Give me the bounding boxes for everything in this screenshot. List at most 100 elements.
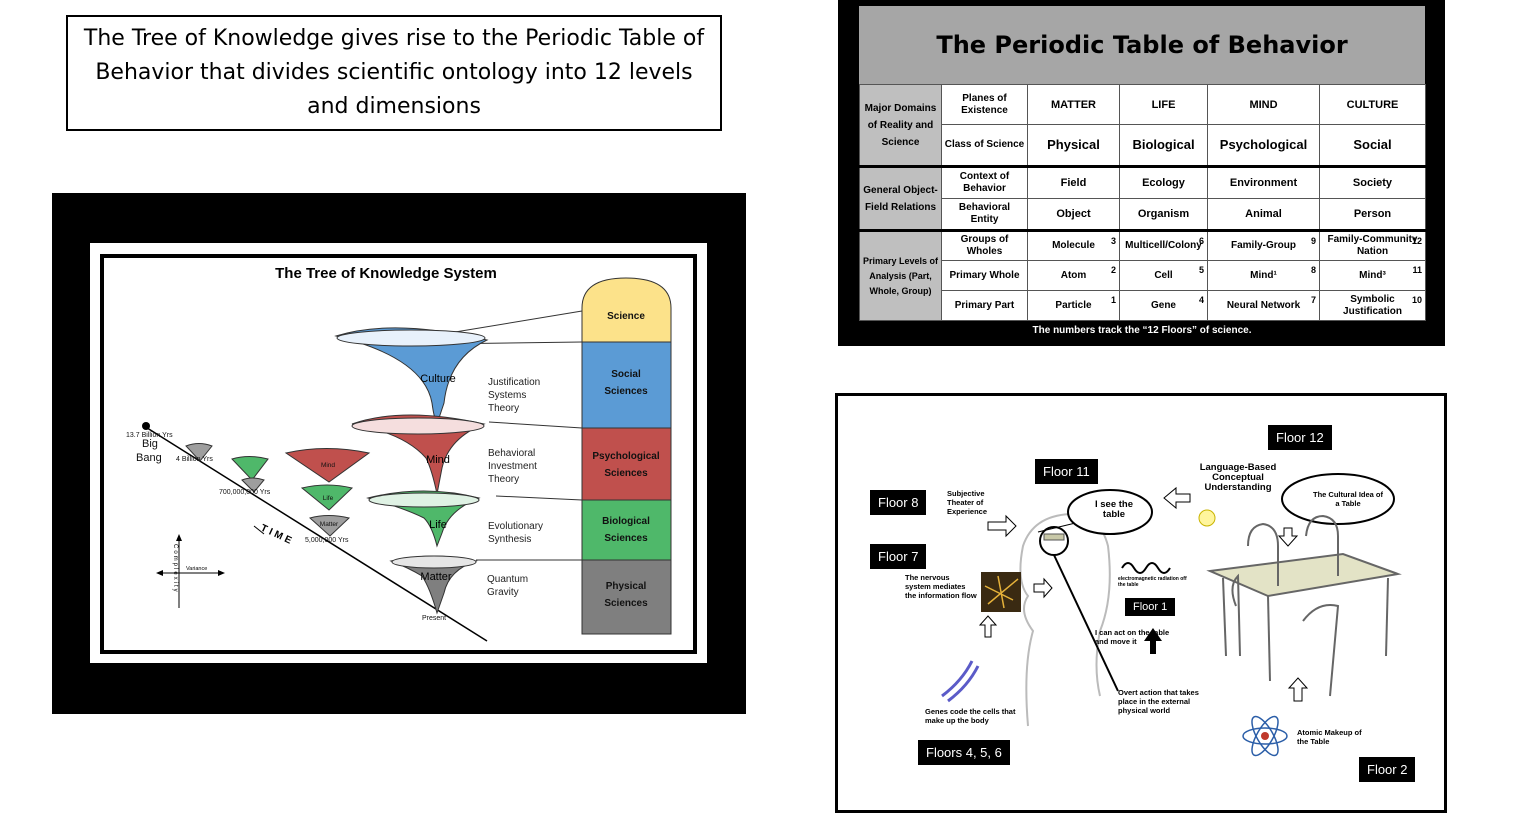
floor-number: 11 — [1412, 265, 1422, 275]
floor-badge: Floor 12 — [1268, 425, 1332, 450]
arrow-left-icon — [1163, 486, 1191, 510]
link-line — [488, 421, 583, 429]
cultural-idea-caption: The Cultural Idea of a Table — [1312, 490, 1383, 508]
periodic-table: Major Domains of Reality and Science Pla… — [859, 84, 1426, 321]
floor-badge: Floor 7 — [870, 544, 927, 569]
brain-circle — [1039, 526, 1069, 556]
atomic-caption: Atomic Makeup of the Table — [1297, 728, 1362, 746]
theory-label: Systems — [488, 390, 526, 401]
timeline-label: 13.7 Billion Yrs — [126, 432, 173, 439]
culture-rim — [336, 329, 486, 347]
matter-rim — [391, 555, 477, 569]
floor-badge: Floor 8 — [870, 490, 927, 515]
floor-number: 9 — [1310, 236, 1316, 246]
table-cell: Psychological — [1207, 124, 1320, 168]
theory-label: Quantum — [487, 574, 528, 585]
thought-bubble — [1067, 489, 1153, 535]
act-caption: I can act on the table and move it — [1095, 628, 1170, 646]
table-cell: Atom — [1060, 269, 1087, 281]
theory-label: Theory — [488, 403, 519, 414]
neural-lines — [984, 575, 1019, 609]
dna-icon — [941, 660, 980, 703]
timeline-label: 5,000,000 Yrs — [305, 537, 349, 544]
science-label: Sciences — [604, 386, 648, 397]
thought-bubble — [1281, 473, 1395, 525]
mini-mind-cone — [284, 448, 371, 483]
row-label: Primary Part — [941, 290, 1028, 321]
floor-number: 8 — [1310, 265, 1316, 275]
mini-cone — [241, 477, 265, 493]
arrow-up-icon — [978, 615, 998, 638]
arrow-head — [218, 570, 225, 576]
floor-badge: Floor 2 — [1359, 757, 1416, 782]
science-label: Sciences — [604, 468, 648, 479]
science-cap — [581, 277, 672, 343]
table-cell: Environment — [1207, 166, 1320, 199]
floor-badge: Floor 1 — [1125, 598, 1176, 616]
timeline-label: 4 Billion Yrs — [176, 456, 213, 463]
culture-cone — [334, 327, 489, 426]
see-table-caption: I see the table — [1094, 499, 1134, 520]
science-label: Biological — [602, 516, 650, 527]
small-table-icon — [1043, 533, 1065, 541]
em-radiation-caption: electromagnetic radiation off the table — [1118, 576, 1187, 588]
table-cell: MATTER — [1027, 84, 1120, 125]
theory-label: Evolutionary — [488, 521, 543, 532]
science-label: Psychological — [592, 451, 659, 462]
floor-number: 7 — [1310, 295, 1316, 305]
periodic-table-title: The Periodic Table of Behavior — [936, 31, 1348, 59]
head-outline — [1019, 512, 1111, 727]
table-cell: Particle — [1055, 299, 1092, 311]
biological-sciences-block — [581, 499, 672, 561]
table-cell: LIFE — [1119, 84, 1208, 125]
table-cell: Family-Group — [1230, 240, 1296, 251]
arrow-up-icon — [1287, 677, 1309, 702]
row-label: Behavioral Entity — [941, 198, 1028, 232]
table-cell: Mind¹ — [1250, 269, 1277, 281]
group-label: Major Domains of Reality and Science — [859, 84, 942, 168]
table-cell: Biological — [1119, 124, 1208, 168]
timeline-label: 700,000,000 Yrs — [219, 489, 271, 496]
floor-number: 5 — [1198, 265, 1204, 275]
nervous-system-caption: The nervous system mediates the informat… — [905, 573, 977, 600]
time-arrow — [253, 525, 265, 535]
atom-icon — [1242, 715, 1288, 757]
theory-label: Gravity — [487, 587, 519, 598]
table-cell: Molecule — [1052, 240, 1095, 251]
theory-label: Justification — [488, 377, 540, 388]
level-label: Matter — [420, 571, 452, 583]
mini-label: Matter — [320, 521, 339, 528]
floor-number: 10 — [1411, 295, 1422, 305]
table-cell: Cell — [1154, 269, 1173, 281]
row-label: Planes of Existence — [941, 84, 1028, 125]
mind-rim — [351, 417, 485, 435]
social-sciences-block — [581, 341, 672, 429]
tree-diagram: The Tree of Knowledge System Culture Min… — [126, 265, 672, 642]
table-cell: Symbolic Justification — [1343, 293, 1402, 317]
mind-cone — [351, 414, 486, 495]
psychological-sciences-block — [581, 427, 672, 501]
arrow-right-icon — [987, 514, 1017, 538]
mini-label: Mind — [321, 462, 335, 469]
arrow-head — [176, 534, 182, 541]
complexity-label: Complexity — [172, 544, 178, 594]
big-bang-label: Bang — [136, 452, 162, 464]
mini-cone — [185, 443, 213, 462]
lightbulb-icon — [1198, 509, 1216, 527]
floor-number: 2 — [1110, 265, 1116, 275]
floor-number: 3 — [1110, 236, 1116, 246]
mini-matter-cone — [308, 515, 351, 537]
intro-text: The Tree of Knowledge gives rise to the … — [83, 26, 705, 119]
floor-number: 6 — [1198, 236, 1204, 246]
level-label: Mind — [426, 454, 450, 466]
table-cell: Family-Community Nation — [1327, 234, 1418, 257]
floor-badge: Floor 11 — [1035, 459, 1098, 484]
table-chairs-image — [1206, 514, 1402, 697]
arrow-right-icon — [1033, 577, 1053, 599]
table-cell: Object — [1027, 198, 1120, 232]
present-label: Present — [422, 615, 446, 622]
physical-sciences-block — [581, 559, 672, 635]
variance-label: Variance — [186, 566, 207, 572]
floor-number: 12 — [1411, 236, 1422, 246]
group-label: Primary Levels of Analysis (Part, Whole,… — [859, 230, 942, 321]
